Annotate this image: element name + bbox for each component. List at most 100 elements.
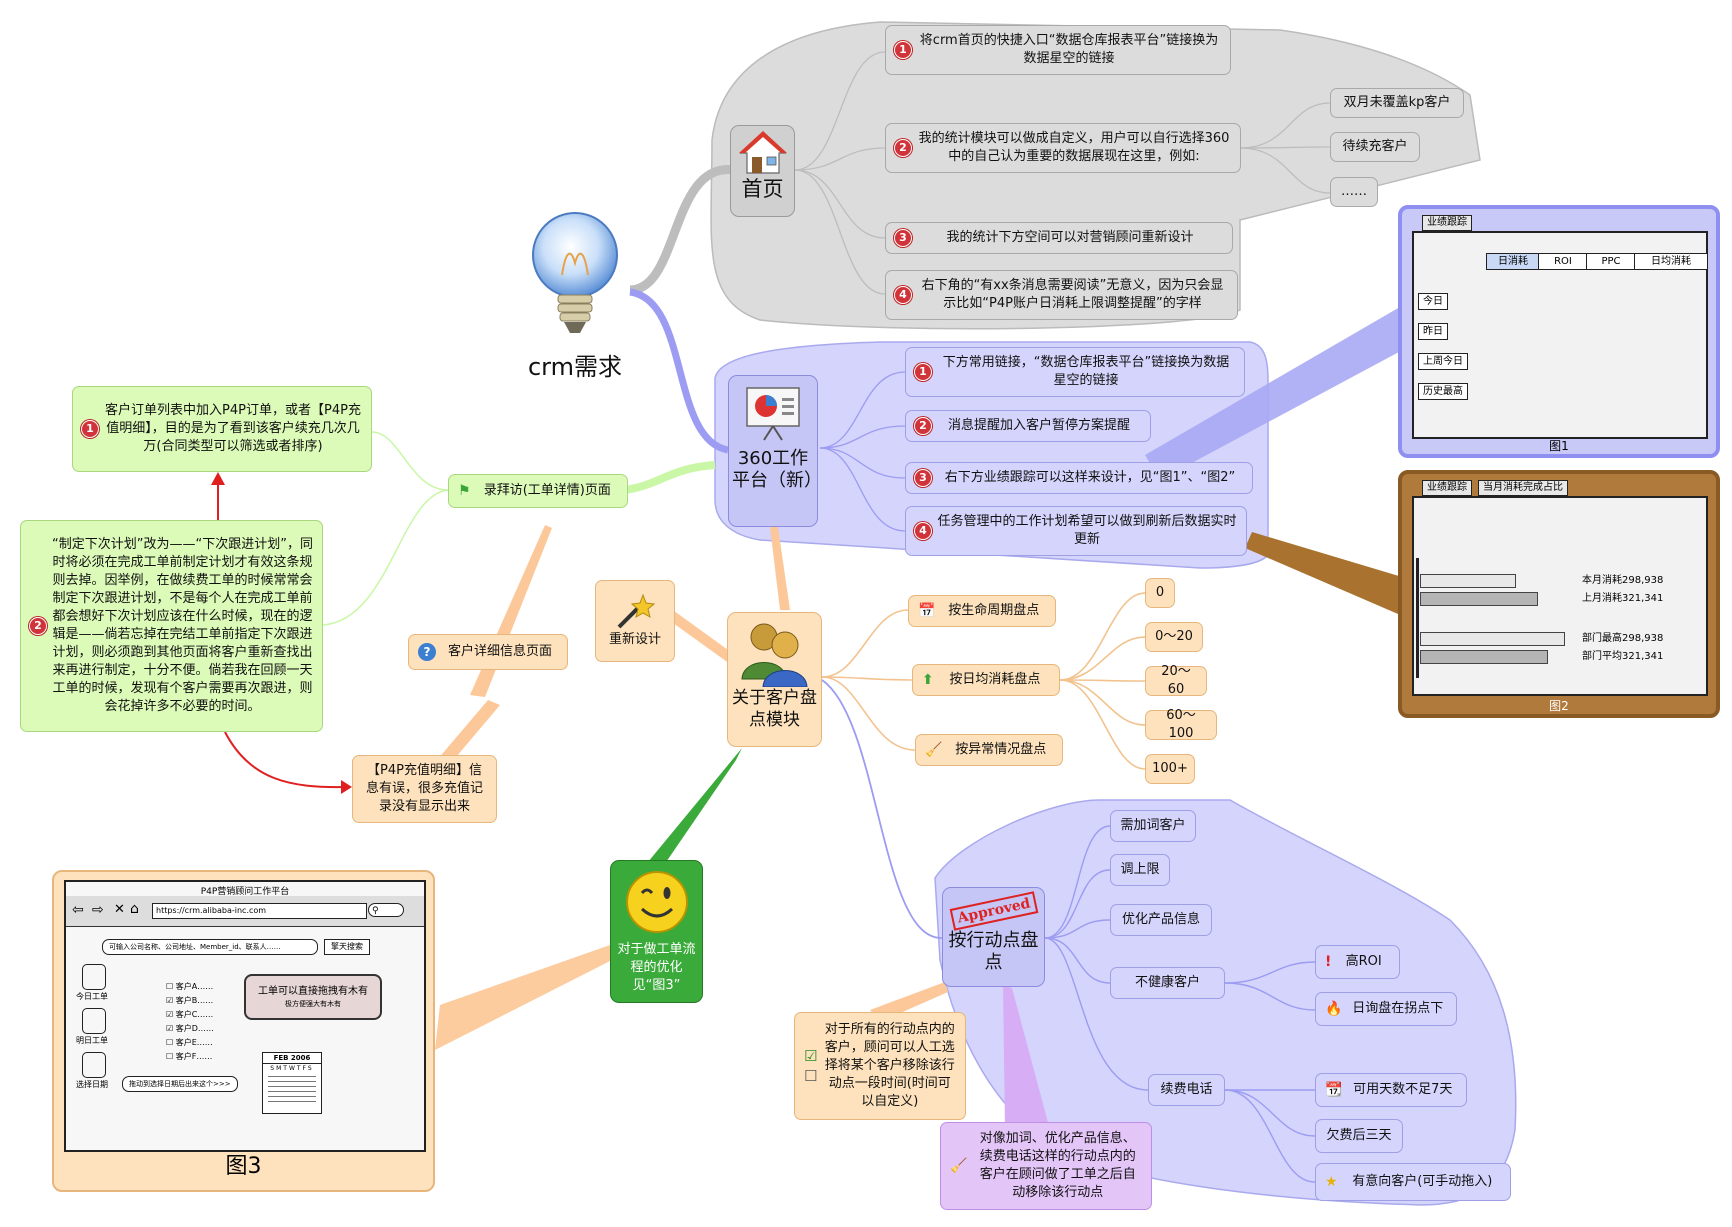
range-item[interactable]: 20～60 — [1145, 664, 1207, 697]
range-item[interactable]: 0 — [1145, 578, 1175, 608]
range-item[interactable]: 100+ — [1145, 754, 1195, 784]
renewal-days-left[interactable]: 📆可用天数不足7天 — [1315, 1073, 1467, 1107]
figure3-url[interactable]: https://crm.alibaba-inc.com — [152, 903, 367, 919]
forward-icon[interactable]: ⇨ — [92, 902, 104, 918]
tomorrow-tasks-box[interactable] — [82, 1008, 106, 1034]
figure1-row-label: 今日 — [1418, 293, 1448, 310]
calendar-widget[interactable]: FEB 2006 SMTWTFS — [262, 1052, 322, 1114]
choose-date-box[interactable] — [82, 1052, 106, 1078]
users-icon — [740, 623, 808, 687]
figure1-caption: 图1 — [1549, 439, 1569, 453]
unhealthy-high-roi[interactable]: !高ROI — [1315, 945, 1400, 979]
visit-page-node[interactable]: ⚑录拜访(工单详情)页面 — [448, 474, 628, 508]
calendar-icon: 📆 — [1325, 1082, 1343, 1098]
presentation-board-icon — [746, 387, 800, 441]
badge-2: 2 — [895, 140, 911, 156]
checkbox[interactable]: ☑ — [166, 996, 174, 1005]
range-item[interactable]: 0～20 — [1145, 622, 1203, 652]
customer-row[interactable]: ☑ 客户D…… — [166, 1024, 214, 1033]
figure2-bar — [1420, 574, 1516, 588]
redesign-callout — [666, 608, 735, 664]
badge-2: 2 — [915, 418, 931, 434]
figure3-window-title: P4P营销顾问工作平台 — [200, 887, 290, 897]
search-icon[interactable]: ⚲ — [368, 903, 404, 917]
customer-list: ☐ 客户A…… ☑ 客户B…… ☑ 客户C…… ☑ 客户D…… ☐ 客户E…… … — [166, 980, 214, 1064]
unhealthy-inquiry-below[interactable]: 🔥日询盘在拐点下 — [1315, 992, 1457, 1026]
redesign-node[interactable]: 重新设计 — [595, 580, 675, 662]
range-item[interactable]: 60～100 — [1145, 708, 1217, 741]
visit-note-2[interactable]: 2“制定下次计划”改为——“下次跟进计划”，同时将必须在完成工单前制定计划才有效… — [20, 520, 323, 732]
p4p-note[interactable]: 【P4P充值明细】信息有误，很多充值记录没有显示出来 — [352, 755, 497, 823]
platform360-hub[interactable]: 360工作平台（新） — [728, 375, 822, 527]
customer-row[interactable]: ☐ 客户E…… — [166, 1038, 213, 1047]
checkbox[interactable]: ☐ — [166, 982, 174, 991]
example-item[interactable]: …… — [1330, 177, 1378, 207]
checklist-icon: ☑☐ — [804, 1047, 818, 1085]
drag-tooltip-title: 工单可以直接拖拽有木有 — [258, 986, 368, 997]
central-node[interactable]: crm需求 — [510, 205, 640, 385]
figure3-search-button[interactable]: 擎天搜索 — [324, 939, 370, 955]
figure2-tab[interactable]: 业绩跟踪 — [1422, 480, 1472, 496]
example-item[interactable]: 双月未覆盖kp客户 — [1330, 88, 1464, 118]
checkbox[interactable]: ☐ — [166, 1038, 174, 1047]
homepage-hub[interactable]: 首页 — [730, 125, 795, 217]
figure1-button[interactable]: 日消耗 — [1486, 253, 1540, 270]
checkbox[interactable]: ☐ — [166, 1052, 174, 1061]
figure2-mockup: 业绩跟踪 当月消耗完成占比 本月消耗298,938 上月消耗321,341 部门… — [1412, 480, 1708, 696]
home-icon[interactable]: ⌂ — [130, 901, 139, 917]
inventory-branch-daily-spend[interactable]: ⬆按日均消耗盘点 — [912, 664, 1060, 696]
workflow-node[interactable]: 对于做工单流程的优化见“图3” — [610, 860, 703, 1003]
figure1-button[interactable]: ROI — [1538, 253, 1588, 270]
inventory-branch-lifecycle[interactable]: 📅按生命周期盘点 — [908, 595, 1056, 627]
customer-detail-node[interactable]: ?客户详细信息页面 — [408, 634, 568, 670]
action-branch-renewal-call[interactable]: 续费电话 — [1148, 1074, 1225, 1106]
help-icon: ? — [418, 643, 436, 661]
badge-3: 3 — [915, 470, 931, 486]
badge-2: 2 — [30, 618, 46, 634]
side-label: 选择日期 — [76, 1080, 108, 1089]
renewal-intent[interactable]: ★有意向客户(可手动拖入) — [1315, 1163, 1511, 1201]
up-arrow-icon: ⬆ — [922, 672, 934, 688]
customer-row[interactable]: ☐ 客户F…… — [166, 1052, 213, 1061]
back-icon[interactable]: ⇦ — [72, 902, 84, 918]
manual-remove-note[interactable]: ☑☐ 对于所有的行动点内的客户，顾问可以人工选择将某个客户移除该行动点一段时间(… — [794, 1012, 966, 1120]
action-branch-unhealthy[interactable]: 不健康客户 — [1110, 967, 1225, 999]
figure1-button[interactable]: 日均消耗 — [1634, 253, 1708, 270]
figure2-tab[interactable]: 当月消耗完成占比 — [1478, 480, 1568, 496]
action-branch-optimize-product[interactable]: 优化产品信息 — [1110, 904, 1212, 936]
close-icon[interactable]: ✕ — [114, 902, 125, 917]
figure1-button[interactable]: PPC — [1586, 253, 1636, 270]
checkbox[interactable]: ☑ — [166, 1010, 174, 1019]
customer-row[interactable]: ☑ 客户B…… — [166, 996, 214, 1005]
action-branch-add-keywords[interactable]: 需加词客户 — [1110, 810, 1196, 842]
renewal-overdue[interactable]: 欠费后三天 — [1315, 1119, 1403, 1153]
figure1-tab[interactable]: 业绩跟踪 — [1422, 215, 1472, 231]
side-label: 明日工单 — [76, 1036, 108, 1045]
inventory-hub[interactable]: 关于客户盘点模块 — [727, 612, 822, 747]
figure2-caption: 图2 — [1549, 699, 1569, 713]
action-points-hub[interactable]: Approved 按行动点盘点 — [942, 887, 1045, 987]
star-icon: ★ — [1325, 1174, 1338, 1190]
inventory-branch-anomaly[interactable]: 🧹按异常情况盘点 — [915, 734, 1063, 766]
auto-remove-note[interactable]: 🧹 对像加词、优化产品信息、续费电话这样的行动点内的客户在顾问做了工单之后自动移… — [940, 1122, 1152, 1210]
figure3-search-input[interactable]: 可输入公司名称、公司地址、Member_id、联系人…… — [102, 939, 318, 955]
customer-row[interactable]: ☐ 客户A…… — [166, 982, 214, 991]
figure1-callout — [1145, 300, 1412, 480]
customer-row[interactable]: ☑ 客户C…… — [166, 1010, 214, 1019]
smiley-icon — [625, 871, 688, 933]
action-branch-raise-limit[interactable]: 调上限 — [1110, 854, 1170, 886]
example-item[interactable]: 待续充客户 — [1330, 132, 1420, 162]
figure2-callout — [1245, 532, 1412, 620]
calendar-days: SMTWTFS — [270, 1065, 314, 1072]
checkbox[interactable]: ☑ — [166, 1024, 174, 1033]
today-tasks-box[interactable] — [82, 964, 106, 990]
